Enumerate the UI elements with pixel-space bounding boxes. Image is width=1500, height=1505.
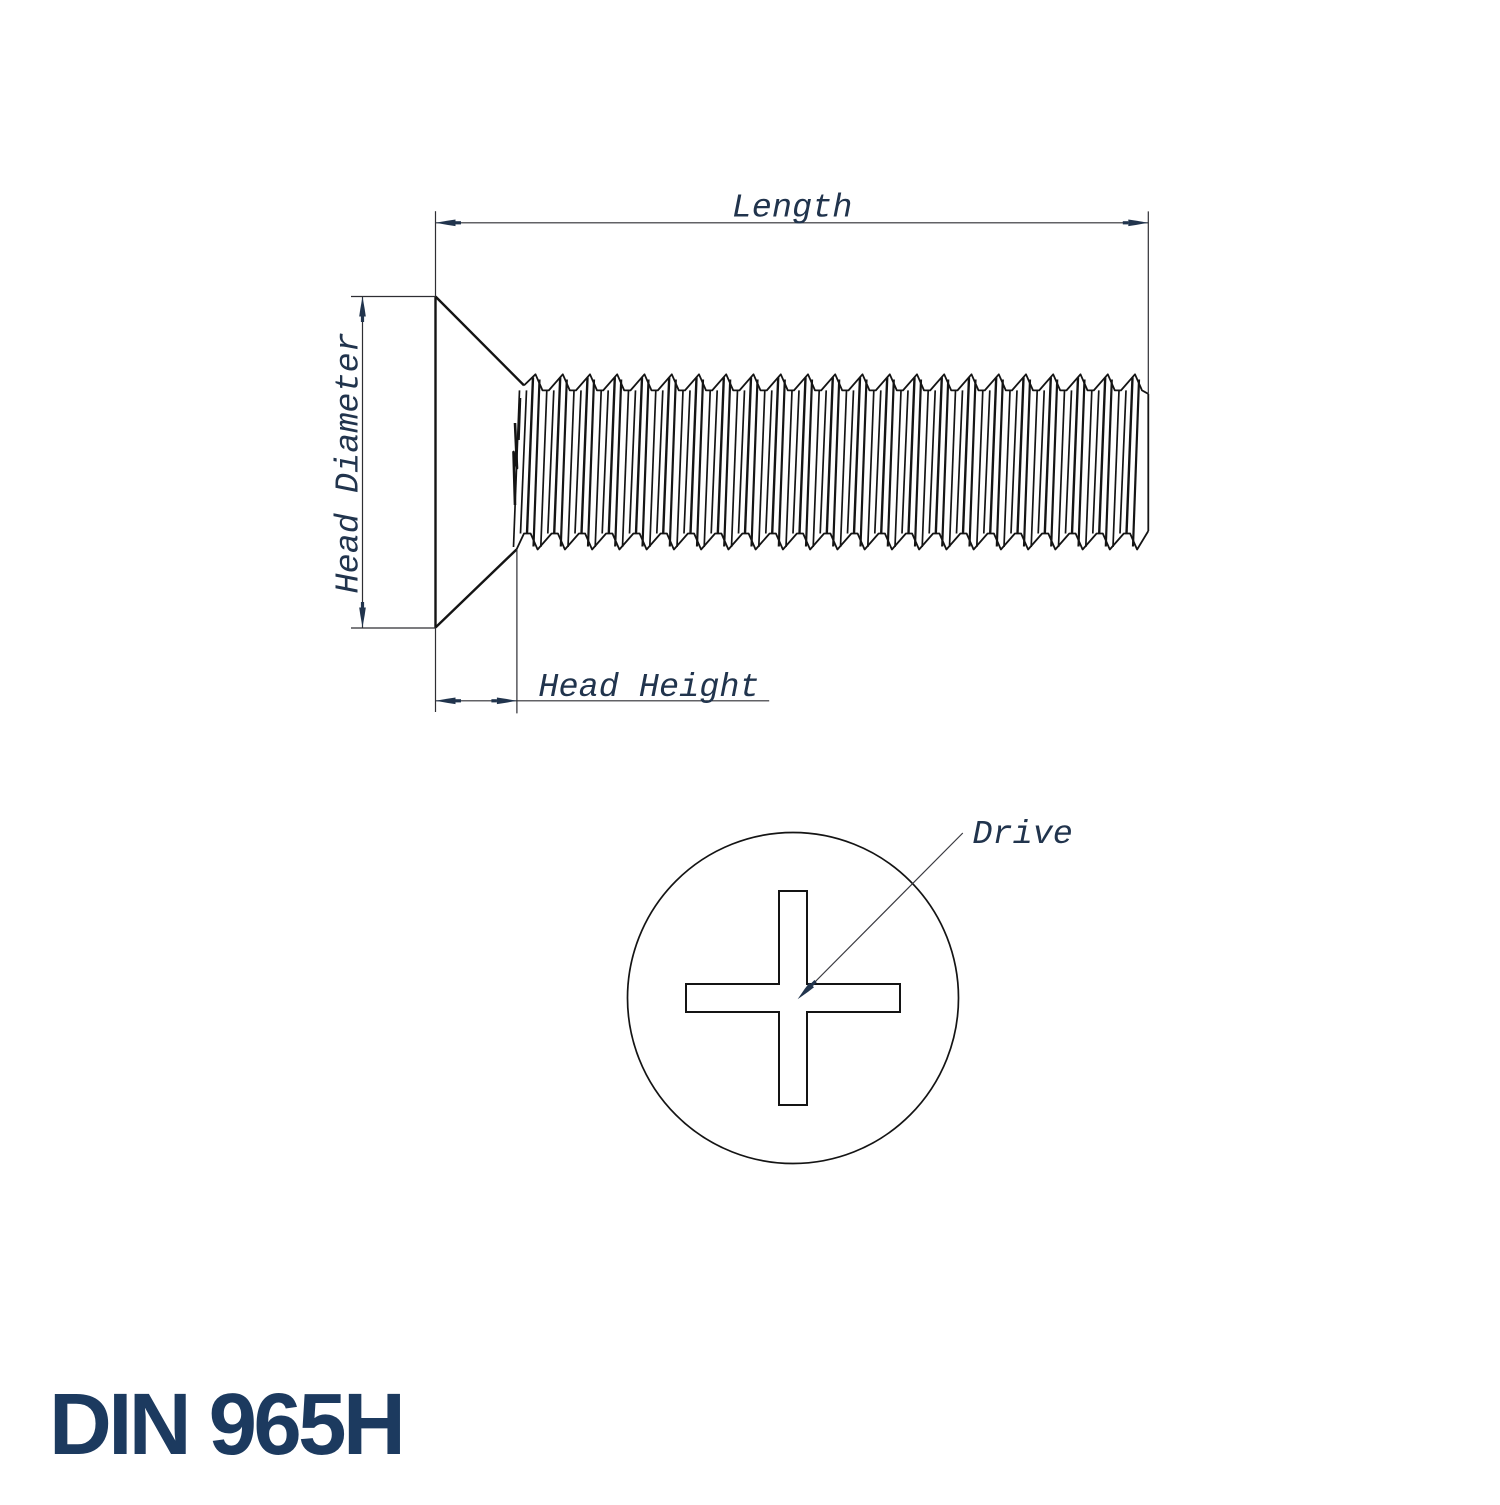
svg-text:Drive: Drive xyxy=(972,816,1073,854)
svg-text:DIN 965H: DIN 965H xyxy=(49,1376,402,1473)
svg-text:Length: Length xyxy=(732,190,853,228)
svg-text:Head Height: Head Height xyxy=(538,669,759,707)
svg-text:Head Diameter: Head Diameter xyxy=(331,332,369,593)
